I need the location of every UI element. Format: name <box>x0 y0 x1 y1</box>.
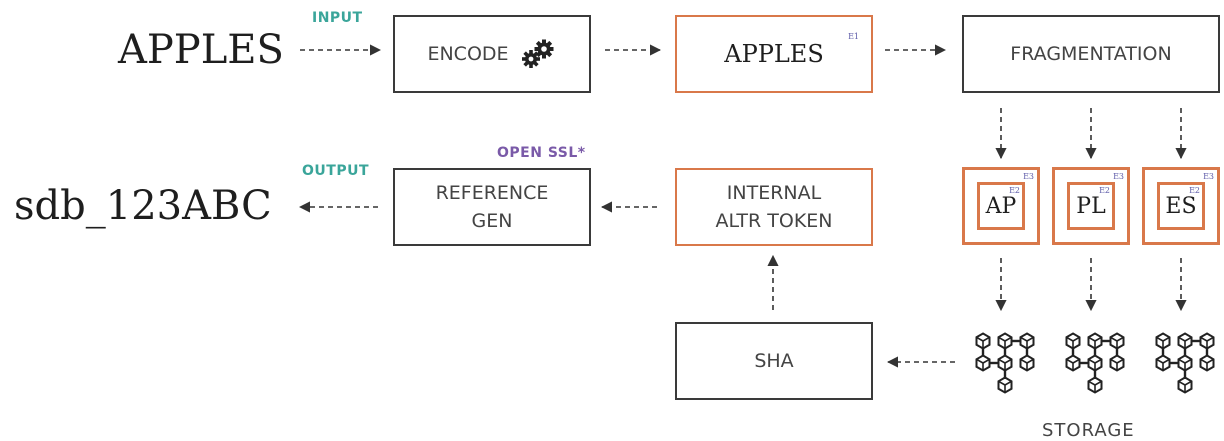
reference-annotation: OPEN SSL* <box>497 145 586 161</box>
gears-icon <box>519 39 557 69</box>
fragmentation-node: FRAGMENTATION <box>962 15 1220 93</box>
fragment-inner: AP E2 <box>977 182 1025 230</box>
output-label: OUTPUT <box>302 163 369 179</box>
encode-node: ENCODE <box>393 15 591 93</box>
fragment-inner-tag: E2 <box>1189 186 1200 195</box>
fragment-outer-tag: E3 <box>1203 172 1214 181</box>
output-value: sdb_123ABC <box>14 183 272 229</box>
internal-token-node: INTERNAL ALTR TOKEN <box>675 168 873 246</box>
fragment-inner-tag: E2 <box>1009 186 1020 195</box>
input-label: INPUT <box>312 10 363 26</box>
encoded-value-tag: E1 <box>848 32 859 41</box>
fragment-outer-tag: E3 <box>1113 172 1124 181</box>
sha-node: SHA <box>675 322 873 400</box>
encode-label: ENCODE <box>427 43 509 65</box>
fragment-label: AP <box>985 193 1017 219</box>
fragment-outer-tag: E3 <box>1023 172 1034 181</box>
fragment-pl: E3 PL E2 <box>1052 167 1130 245</box>
reference-gen-line2: GEN <box>471 210 513 232</box>
fragment-label: PL <box>1076 193 1106 219</box>
sha-label: SHA <box>754 350 794 372</box>
fragment-inner-tag: E2 <box>1099 186 1110 195</box>
storage-label: STORAGE <box>1042 420 1135 441</box>
encoded-value-label: APPLES <box>724 40 824 68</box>
fragment-label: ES <box>1165 193 1197 219</box>
fragment-es: E3 ES E2 <box>1142 167 1220 245</box>
blockchain-icon <box>1064 332 1128 402</box>
reference-gen-line1: REFERENCE <box>435 182 549 204</box>
encoded-value-node: APPLES E1 <box>675 15 873 93</box>
fragment-inner: PL E2 <box>1067 182 1115 230</box>
fragmentation-label: FRAGMENTATION <box>1010 43 1172 65</box>
fragment-inner: ES E2 <box>1157 182 1205 230</box>
internal-token-line1: INTERNAL <box>726 182 822 204</box>
internal-token-line2: ALTR TOKEN <box>715 210 833 232</box>
fragment-ap: E3 AP E2 <box>962 167 1040 245</box>
input-value: APPLES <box>118 27 284 73</box>
blockchain-icon <box>1154 332 1218 402</box>
blockchain-icon <box>974 332 1038 402</box>
reference-gen-node: REFERENCE GEN <box>393 168 591 246</box>
